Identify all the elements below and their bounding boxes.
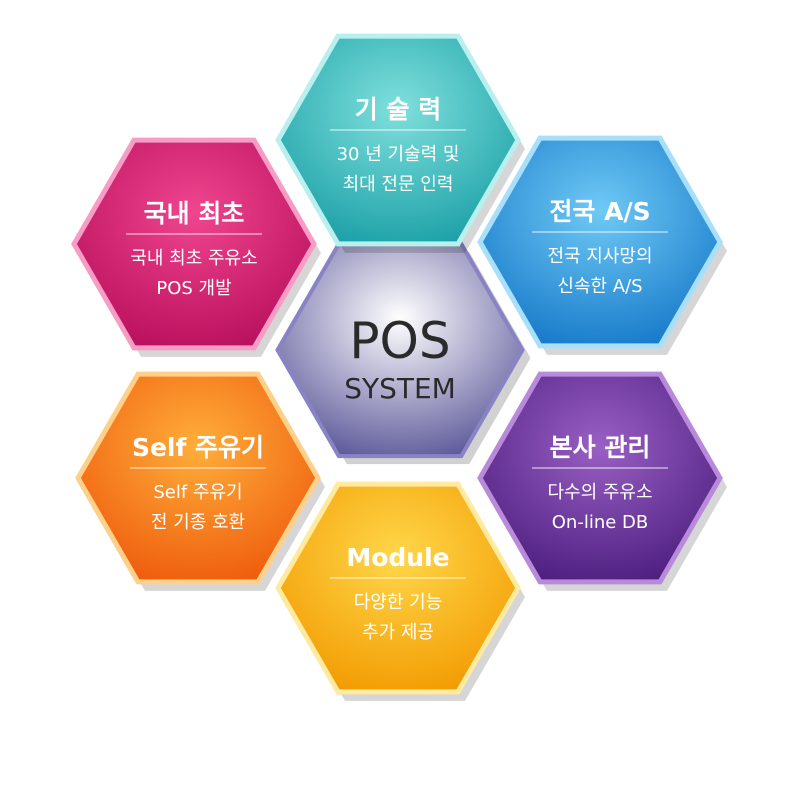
hexagon-tech-line-1: 30 년 기술력 및 <box>337 144 460 165</box>
hexagon-as-line-2: 신속한 A/S <box>557 276 642 297</box>
hexagon-as-line-1: 전국 지사망의 <box>547 246 652 267</box>
hexagon-first-shape <box>71 137 317 351</box>
hexagon-first-line-2: POS 개발 <box>156 278 231 299</box>
hexagon-hq-shape <box>477 371 723 585</box>
hexagon-tech-line-2: 최대 전문 인력 <box>343 174 454 195</box>
hexagon-self-shape <box>75 371 321 585</box>
hexagon-hq-line-2: On-line DB <box>552 512 649 533</box>
center-hexagon: POS SYSTEM <box>275 241 531 465</box>
hexagon-as-title: 전국 A/S <box>549 197 650 226</box>
hexagon-module-line-1: 다양한 기능 <box>354 592 443 613</box>
hexagon-self-line-1: Self 주유기 <box>153 482 242 503</box>
hexagon-tech-shape <box>275 33 521 247</box>
hexagon-hq-line-1: 다수의 주유소 <box>547 482 652 503</box>
hexagon-module-line-2: 추가 제공 <box>362 622 434 643</box>
center-title: POS <box>349 312 450 370</box>
hexagon-tech-title: 기 술 력 <box>355 95 441 124</box>
center-subtitle: SYSTEM <box>344 372 456 405</box>
hexagon-as: 전국 A/S 전국 지사망의 신속한 A/S <box>477 135 727 355</box>
hexagon-hq: 본사 관리 다수의 주유소 On-line DB <box>477 371 727 591</box>
hexagon-tech: 기 술 력 30 년 기술력 및 최대 전문 인력 <box>275 33 525 253</box>
hexagon-module-title: Module <box>346 543 449 572</box>
hexagon-hq-title: 본사 관리 <box>550 433 651 462</box>
hexagon-module: Module 다양한 기능 추가 제공 <box>275 481 525 701</box>
hexagon-as-shape <box>477 135 723 349</box>
hexagon-self-title: Self 주유기 <box>132 433 264 462</box>
hexagon-self: Self 주유기 Self 주유기 전 기종 호환 <box>75 371 325 591</box>
hexagon-first: 국내 최초 국내 최초 주유소 POS 개발 <box>71 137 321 357</box>
hexagon-module-shape <box>275 481 521 695</box>
hexagon-first-title: 국내 최초 <box>144 199 245 228</box>
hexagon-self-line-2: 전 기종 호환 <box>151 512 245 533</box>
hexagon-first-line-1: 국내 최초 주유소 <box>130 248 257 269</box>
